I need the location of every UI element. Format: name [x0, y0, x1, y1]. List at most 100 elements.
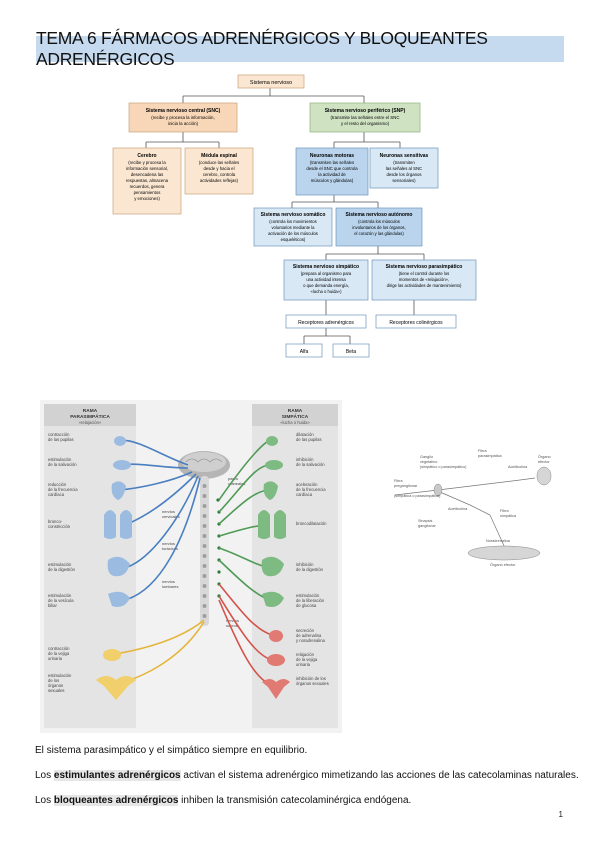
node-receptores-colinergicos: Receptores colinérgicos	[375, 314, 457, 329]
svg-text:urinaria: urinaria	[296, 662, 311, 667]
svg-text:preganglionar: preganglionar	[394, 484, 418, 488]
node-receptores-adrenergicos: Receptores adrenérgicos	[285, 314, 367, 329]
svg-text:estimulación: estimulación	[48, 593, 72, 598]
svg-text:vegetativo: vegetativo	[420, 460, 437, 464]
node-beta: Beta	[332, 343, 370, 358]
svg-text:bronco-: bronco-	[48, 519, 63, 524]
node-cerebro: Cerebro (recibe y procesa la información…	[112, 147, 182, 215]
svg-text:el corazón y las glándulas): el corazón y las glándulas)	[354, 231, 404, 236]
svg-text:y el resto del organismo): y el resto del organismo)	[341, 121, 390, 126]
svg-text:desde y hacia el: desde y hacia el	[203, 166, 234, 171]
svg-text:de las pupilas: de las pupilas	[296, 437, 322, 442]
svg-text:(controla los músculos: (controla los músculos	[358, 219, 400, 224]
svg-text:Sistema nervioso parasimpático: Sistema nervioso parasimpático	[386, 264, 463, 270]
svg-text:Neuronas motoras: Neuronas motoras	[310, 153, 354, 159]
svg-text:Neuronas sensitivas: Neuronas sensitivas	[380, 153, 429, 159]
svg-text:broncodilatación: broncodilatación	[296, 521, 327, 526]
svg-text:secreción: secreción	[296, 628, 315, 633]
svg-text:PARASIMPÁTICA: PARASIMPÁTICA	[70, 413, 110, 420]
svg-text:(transmiten: (transmiten	[393, 160, 415, 165]
svg-text:Médula espinal: Médula espinal	[201, 153, 237, 159]
svg-text:SIMPÁTICA: SIMPÁTICA	[282, 413, 309, 420]
nervous-system-flowchart: Sistema nervioso Sistema nervioso centra…	[112, 74, 477, 358]
svg-text:órganos: órganos	[48, 683, 63, 688]
svg-text:(recibe y procesa la informaci: (recibe y procesa la información,	[151, 115, 214, 120]
svg-text:estimulación: estimulación	[48, 457, 72, 462]
svg-text:recuerdos, genera: recuerdos, genera	[130, 184, 165, 189]
node-sistema-simpatico: Sistema nervioso simpático (prepara al o…	[283, 259, 369, 301]
svg-text:información sensorial,: información sensorial,	[126, 166, 168, 171]
page-title-bar: TEMA 6 FÁRMACOS ADRENÉRGICOS Y BLOQUEANT…	[36, 28, 564, 69]
sympathetic-header: RAMA SIMPÁTICA «lucha o huida»	[252, 404, 338, 426]
svg-text:Sistema nervioso simpático: Sistema nervioso simpático	[293, 264, 359, 270]
svg-text:lumbares: lumbares	[162, 584, 178, 589]
svg-text:urinaria: urinaria	[48, 656, 63, 661]
svg-text:nervios: nervios	[162, 509, 175, 514]
svg-text:inhibición: inhibición	[296, 562, 314, 567]
svg-text:de la salivación: de la salivación	[48, 462, 77, 467]
svg-text:cardíaca: cardíaca	[48, 492, 65, 497]
svg-text:momentos de «relajación»,: momentos de «relajación»,	[399, 277, 449, 282]
svg-text:torácicos: torácicos	[162, 546, 178, 551]
svg-text:estimulación: estimulación	[48, 673, 72, 678]
node-sistema-nervioso: Sistema nervioso	[237, 74, 305, 89]
svg-text:de la vesícula: de la vesícula	[48, 598, 74, 603]
svg-text:Beta: Beta	[346, 349, 357, 355]
ganglion-labels: Ganglio vegetativo (simpático o parasimp…	[394, 449, 551, 567]
svg-text:«lucha o huida»: «lucha o huida»	[280, 420, 310, 425]
svg-text:Sistema nervioso central (SNC): Sistema nervioso central (SNC)	[146, 108, 221, 114]
svg-text:cardíaca: cardíaca	[296, 492, 313, 497]
svg-text:o que demanda energía,: o que demanda energía,	[303, 283, 349, 288]
svg-text:desde el SNC que controla: desde el SNC que controla	[306, 166, 358, 171]
svg-text:y emociones): y emociones)	[134, 196, 160, 201]
svg-text:sacros: sacros	[226, 623, 238, 628]
svg-text:Cerebro: Cerebro	[137, 153, 156, 159]
page-number: 1	[558, 810, 563, 819]
svg-text:(conduce las señales: (conduce las señales	[199, 160, 239, 165]
svg-text:(controla los movimientos: (controla los movimientos	[269, 219, 316, 224]
svg-text:parasimpática: parasimpática	[478, 454, 503, 458]
svg-text:Ganglio: Ganglio	[420, 455, 433, 459]
svg-text:nervios: nervios	[162, 541, 175, 546]
svg-text:de glucosa: de glucosa	[296, 603, 317, 608]
svg-text:de la frecuencia: de la frecuencia	[296, 487, 326, 492]
svg-text:Órgano: Órgano	[538, 454, 551, 459]
svg-text:simpática: simpática	[500, 514, 517, 518]
svg-text:Sinapsis: Sinapsis	[418, 519, 432, 523]
svg-text:y noradrenalina: y noradrenalina	[296, 638, 326, 643]
svg-text:Órgano efector: Órgano efector	[490, 562, 516, 567]
svg-text:actividades reflejas): actividades reflejas)	[200, 178, 239, 183]
p2-bold: estimulantes adrenérgicos	[53, 770, 181, 781]
svg-text:Noradrenalina: Noradrenalina	[486, 539, 511, 543]
node-snp: Sistema nervioso periférico (SNP) (trans…	[309, 102, 421, 133]
paragraph-estimulantes: Los estimulantes adrenérgicos activan el…	[35, 770, 579, 781]
parasympathetic-organs	[96, 436, 136, 700]
svg-text:relajación: relajación	[296, 652, 315, 657]
p3-prefix: Los	[35, 795, 54, 806]
svg-text:inicia la acción): inicia la acción)	[168, 121, 199, 126]
p2-prefix: Los	[35, 770, 54, 781]
svg-text:efector: efector	[538, 460, 550, 464]
node-sistema-autonomo: Sistema nervioso autónomo (controla los …	[335, 207, 423, 247]
svg-text:Fibra: Fibra	[394, 479, 404, 483]
svg-text:RAMA: RAMA	[83, 408, 98, 414]
paragraph-equilibrio: El sistema parasimpático y el simpático …	[35, 745, 308, 756]
svg-text:voluntarios mediante la: voluntarios mediante la	[271, 225, 315, 230]
svg-text:de la vejiga: de la vejiga	[48, 651, 70, 656]
svg-text:«lucha o huida»): «lucha o huida»)	[311, 289, 343, 294]
svg-text:craneales: craneales	[228, 481, 245, 486]
svg-text:de la digestión: de la digestión	[296, 567, 324, 572]
svg-text:desde los órganos: desde los órganos	[386, 172, 421, 177]
svg-text:cerebro, controla: cerebro, controla	[203, 172, 236, 177]
svg-text:(transmiten las señales: (transmiten las señales	[310, 160, 354, 165]
svg-text:Sistema nervioso: Sistema nervioso	[250, 80, 292, 86]
svg-text:inhibición de los: inhibición de los	[296, 676, 326, 681]
svg-text:Sistema nervioso periférico (S: Sistema nervioso periférico (SNP)	[325, 108, 406, 114]
svg-text:«relajación»: «relajación»	[79, 420, 102, 425]
paragraph-bloqueantes: Los bloqueantes adrenérgicos inhiben la …	[35, 795, 411, 806]
node-snc: Sistema nervioso central (SNC) (recibe y…	[128, 102, 238, 133]
